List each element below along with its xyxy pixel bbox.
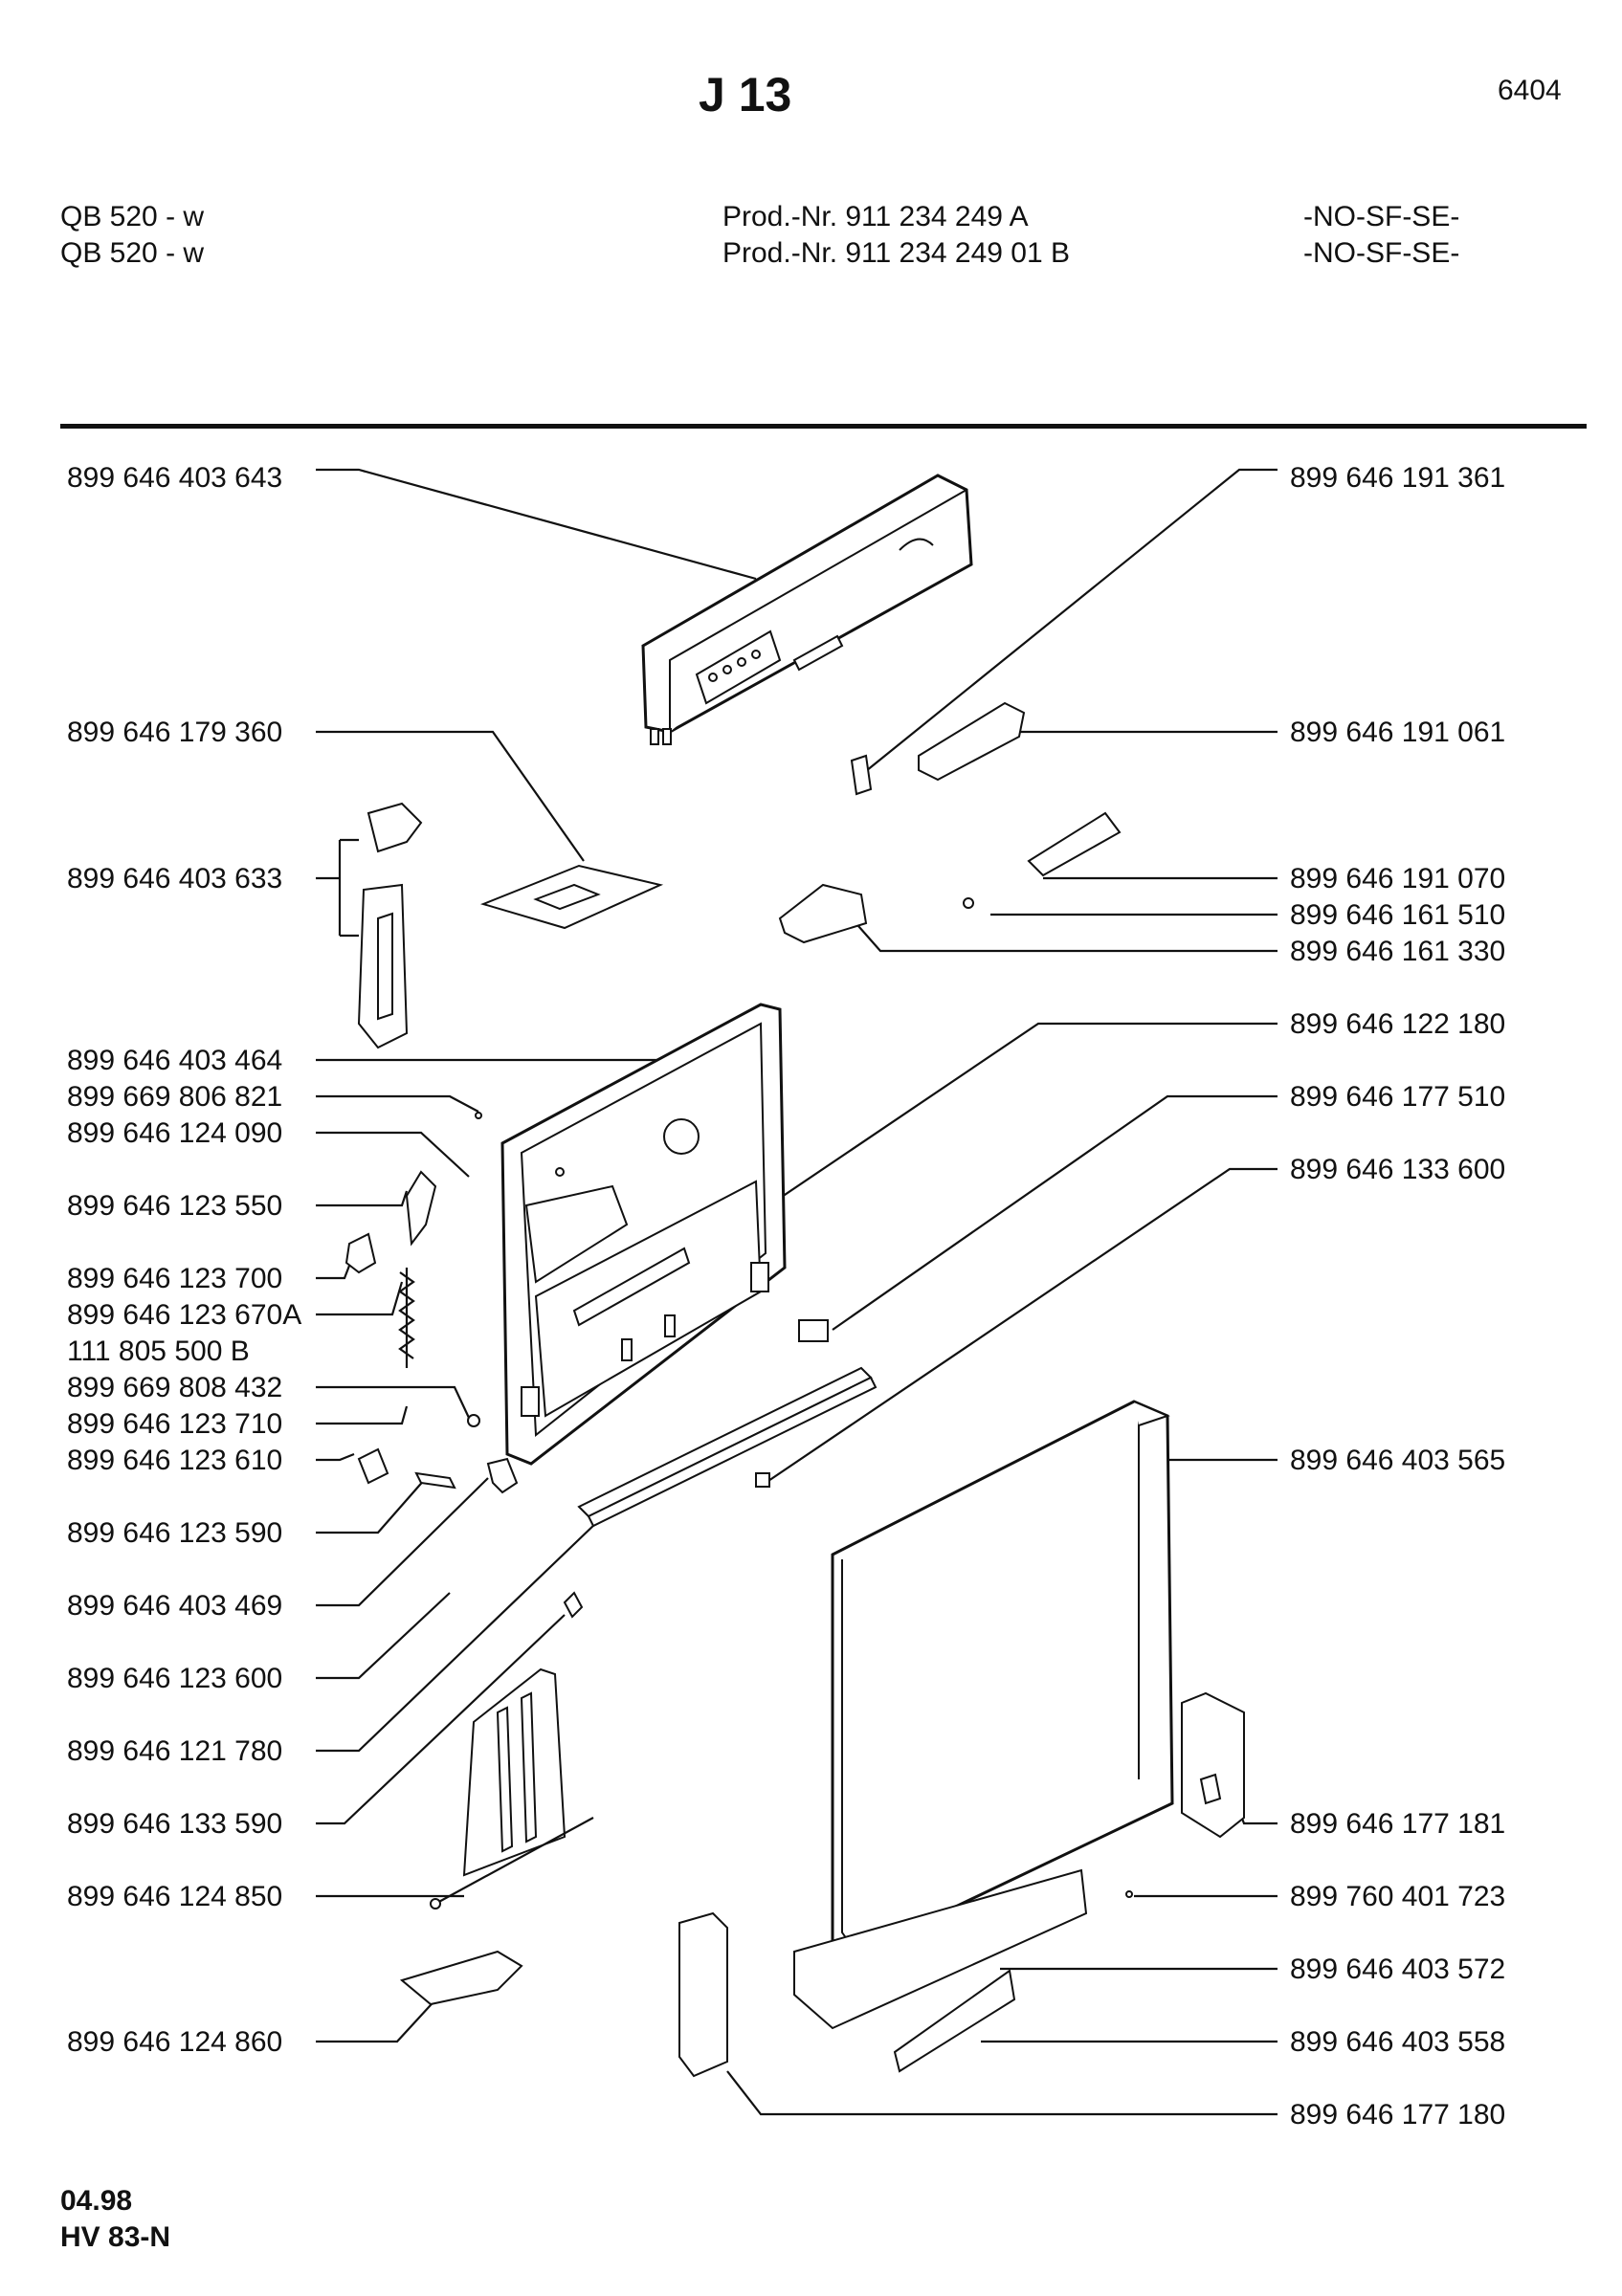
part-label: 899 646 179 360	[67, 717, 283, 748]
part-label: 899 646 403 558	[1290, 2026, 1506, 2058]
part-label: 899 646 177 510	[1290, 1081, 1506, 1113]
clip-parts-drawing	[778, 701, 1122, 944]
part-label: 899 646 191 361	[1290, 462, 1506, 494]
part-label: 899 646 133 600	[1290, 1154, 1506, 1185]
part-label: 899 646 161 330	[1290, 936, 1506, 967]
part-label: 899 646 124 850	[67, 1881, 283, 1912]
product-number: Prod.-Nr. 911 234 249 A	[722, 201, 1029, 232]
product-number: Prod.-Nr. 911 234 249 01 B	[722, 237, 1071, 269]
page-number: 6404	[1498, 75, 1562, 106]
model-name: QB 520 - w	[60, 201, 205, 232]
part-label: 899 646 403 572	[1290, 1954, 1506, 1985]
part-label: 899 669 808 432	[67, 1372, 283, 1403]
part-label: 899 646 403 565	[1290, 1445, 1506, 1476]
part-label: 899 760 401 723	[1290, 1881, 1506, 1912]
outer-door-panel-drawing	[831, 1400, 1174, 1954]
part-label: 899 646 191 070	[1290, 863, 1506, 894]
bottom-rail-drawing	[577, 1319, 878, 1528]
part-label: 899 646 403 469	[67, 1590, 283, 1622]
part-label: 899 646 123 710	[67, 1408, 283, 1440]
part-label: 899 646 177 181	[1290, 1808, 1506, 1840]
part-label: 899 646 123 700	[67, 1263, 283, 1294]
part-label: 899 646 191 061	[1290, 717, 1506, 748]
part-label: 899 646 122 180	[1290, 1008, 1506, 1040]
hinge-bracket-drawing	[357, 802, 423, 1049]
part-label: 899 646 123 670A	[67, 1299, 302, 1331]
part-label: 899 646 123 610	[67, 1445, 283, 1476]
page-title: J 13	[699, 68, 792, 121]
leader-lines	[316, 468, 757, 2043]
part-label: 899 646 133 590	[67, 1808, 283, 1840]
part-label: 899 646 123 550	[67, 1190, 283, 1222]
footer-doc-code: HV 83-N	[60, 2221, 171, 2253]
header-divider	[60, 424, 1587, 429]
info-card-drawing	[479, 864, 664, 930]
part-label: 899 646 403 643	[67, 462, 283, 494]
part-label: 899 646 177 180	[1290, 2099, 1506, 2130]
leader-lines-right	[669, 468, 1278, 2116]
part-label: 899 646 161 510	[1290, 899, 1506, 931]
model-name: QB 520 - w	[60, 237, 205, 269]
part-label: 899 646 403 633	[67, 863, 283, 894]
spring-and-hinge-parts-drawing	[344, 1112, 519, 1494]
control-panel-drawing	[641, 474, 973, 745]
part-label: 111 805 500 B	[67, 1336, 250, 1367]
part-label: 899 646 124 860	[67, 2026, 283, 2058]
part-label: 899 646 403 464	[67, 1045, 283, 1076]
inner-door-drawing	[500, 1003, 787, 1466]
lower-bracket-drawing	[399, 1167, 594, 2006]
country-code: -NO-SF-SE-	[1303, 201, 1460, 232]
part-label: 899 646 124 090	[67, 1117, 283, 1149]
part-label: 899 646 123 590	[67, 1517, 283, 1549]
footer-date: 04.98	[60, 2185, 133, 2217]
part-label: 899 646 121 780	[67, 1735, 283, 1767]
country-code: -NO-SF-SE-	[1303, 237, 1460, 269]
part-label: 899 669 806 821	[67, 1081, 283, 1113]
plinth-and-side-panels-drawing	[678, 1691, 1245, 2078]
part-label: 899 646 123 600	[67, 1663, 283, 1694]
